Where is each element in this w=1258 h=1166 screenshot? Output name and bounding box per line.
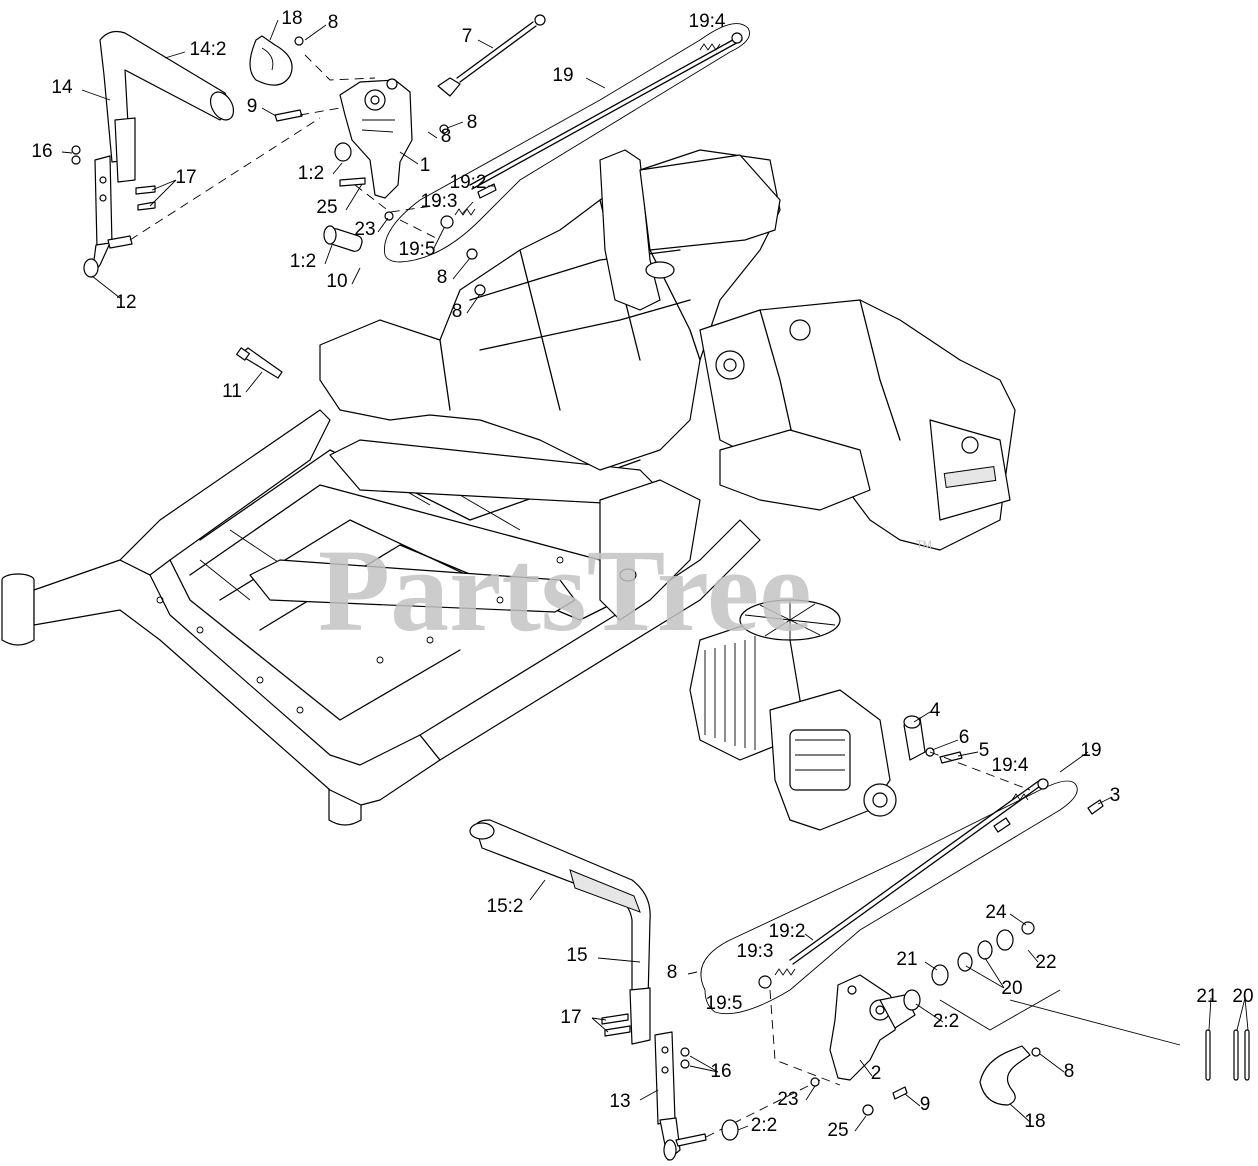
callout-label: 23 [777, 1089, 798, 1110]
upper-control-bracket [249, 35, 486, 296]
callout-label: 19:2 [769, 921, 806, 942]
callout-label: 1:2 [290, 251, 316, 272]
callout-label: 3 [1110, 785, 1121, 806]
callout-label: 21 [896, 949, 917, 970]
callout-label: 14:2 [190, 39, 227, 60]
callout-label: 19:4 [689, 11, 726, 32]
callout-label: 18 [281, 8, 302, 29]
callout-label: 1:2 [298, 163, 324, 184]
callout-label: 15 [566, 945, 587, 966]
callout-label: 4 [930, 700, 941, 721]
callout-label: 20 [1232, 986, 1253, 1007]
callout-label: 8 [452, 301, 463, 322]
left-control-handle-assembly [71, 30, 321, 278]
callout-label: 8 [437, 267, 448, 288]
callout-label: 1 [420, 155, 431, 176]
callout-label: 9 [920, 1094, 931, 1115]
callout-label: 16 [31, 141, 52, 162]
callout-label: 11 [222, 381, 242, 402]
callout-label: 23 [354, 219, 375, 240]
callout-label: 17 [560, 1007, 581, 1028]
callout-label: 8 [441, 126, 452, 147]
chassis-frame [1, 149, 1016, 826]
callout-label: 8 [328, 12, 339, 33]
callout-label: 19:4 [992, 755, 1029, 776]
callout-label: 12 [115, 292, 136, 313]
callout-label: 22 [1035, 952, 1056, 973]
callout-label: 19:3 [737, 941, 774, 962]
leader-lines [61, 19, 1249, 1132]
callout-label: 9 [247, 96, 258, 117]
callout-label: 10 [326, 271, 347, 292]
callout-label: 15:2 [487, 896, 524, 917]
callout-label: 2 [871, 1063, 882, 1084]
callout-label: 25 [316, 197, 337, 218]
right-control-handle-assembly [469, 819, 821, 1161]
callout-label: 21 [1196, 986, 1217, 1007]
callout-label: 13 [609, 1091, 630, 1112]
lower-control-bracket [721, 921, 1250, 1141]
callout-label: 7 [462, 26, 473, 47]
callout-label: 2:2 [751, 1115, 777, 1136]
callout-label: 6 [959, 727, 970, 748]
callout-label: 17 [175, 167, 196, 188]
callout-label: 25 [827, 1120, 848, 1141]
callout-label: 19 [552, 65, 573, 86]
callout-label: 8 [1064, 1061, 1075, 1082]
callout-label: 20 [1001, 978, 1022, 999]
callout-label: 19 [1080, 740, 1101, 761]
lower-control-cable [700, 778, 1078, 1015]
callout-label: 19:3 [421, 191, 458, 212]
callout-label: 19:5 [399, 239, 436, 260]
callout-label: 8 [467, 112, 478, 133]
watermark-text: PartsTree [318, 525, 812, 656]
frame-bolt [236, 347, 283, 379]
callout-label: 24 [985, 902, 1007, 923]
callout-label: 19:2 [450, 172, 487, 193]
callout-label: 19:5 [706, 993, 743, 1014]
callout-label: 5 [979, 740, 990, 761]
upper-control-cable [383, 14, 750, 263]
callout-label: 18 [1024, 1111, 1045, 1132]
callout-label: 8 [667, 962, 678, 983]
callout-label: 16 [710, 1061, 731, 1082]
hydro-transmission [689, 599, 897, 831]
callout-label: 2:2 [933, 1011, 959, 1032]
callout-label: 14 [51, 77, 73, 98]
watermark-trademark: TM [916, 539, 932, 551]
